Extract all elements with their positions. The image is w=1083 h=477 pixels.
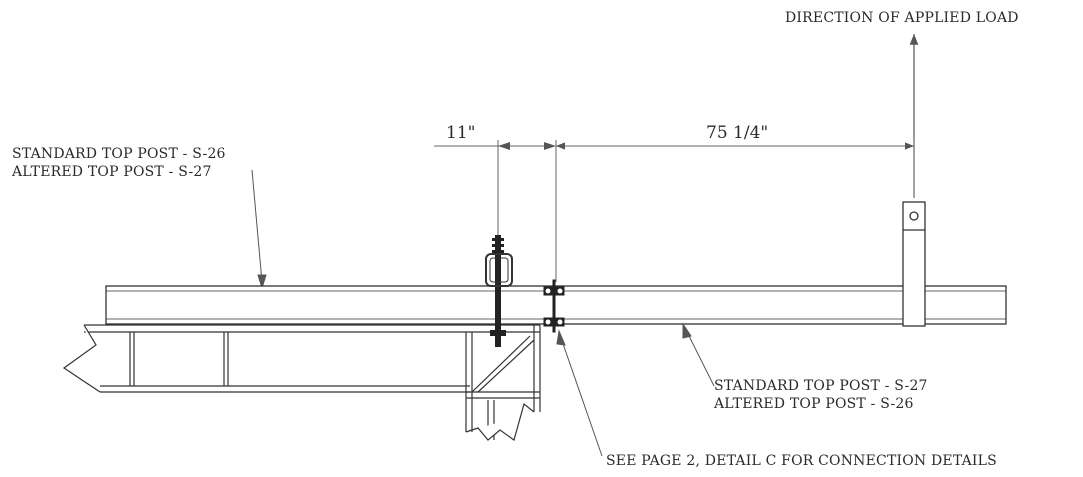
lower-post-label-line2: ALTERED TOP POST - S-26 [713, 396, 914, 412]
u-bolt-clamp [485, 235, 513, 347]
bolted-connection [543, 279, 565, 333]
upper-post-label-line2: ALTERED TOP POST - S-27 [11, 164, 212, 180]
dimension-short-label: 11" [446, 123, 475, 143]
direction-of-load-label: DIRECTION OF APPLIED LOAD [785, 10, 1019, 26]
lower-post-label-line1: STANDARD TOP POST - S-27 [714, 378, 928, 394]
connection-note-label: SEE PAGE 2, DETAIL C FOR CONNECTION DETA… [606, 453, 997, 469]
dimension-long-label: 75 1/4" [706, 123, 768, 143]
load-strap [902, 201, 926, 327]
upper-post-label-line1: STANDARD TOP POST - S-26 [12, 146, 226, 162]
dimension-lines [434, 140, 915, 282]
lower-post-leader [682, 322, 715, 387]
lower-truss [62, 324, 541, 441]
dimension-arrowheads [498, 142, 556, 150]
connection-note-leader [556, 329, 603, 457]
upper-post-leader [251, 169, 267, 290]
